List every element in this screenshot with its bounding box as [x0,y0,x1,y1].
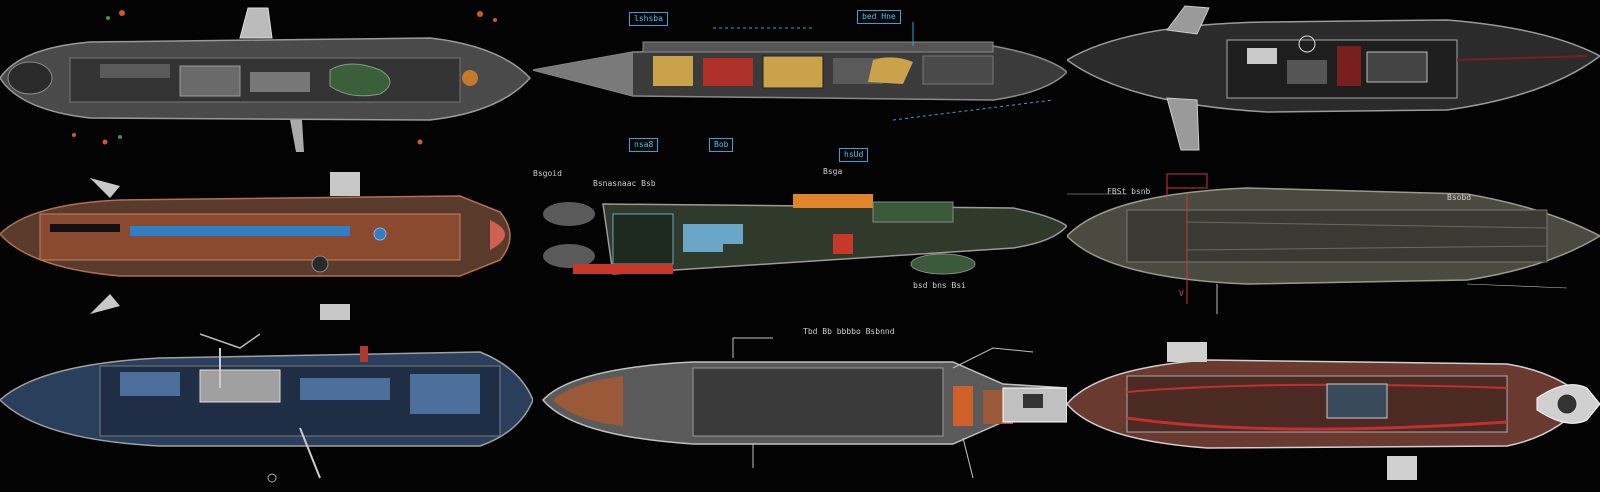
label-bsobd: Bsobd [1447,193,1472,202]
submarine-blue-mech-drawing [0,333,533,483]
label-nsa8: nsa8 [629,138,659,152]
label-lshsba: lshsba [629,12,668,26]
tile-submarine-green-labeled: Bsgoid Bsnasnaac Bsb Bsga bsd bns Bsi [533,164,1067,328]
label-bsnasnaac: Bsnasnaac Bsb [593,179,656,188]
label-v: V [1179,289,1184,298]
tile-submarine-red-wire [1067,328,1600,492]
label-bsd-bns: bsd bns Bsi [913,281,966,290]
label-tbd: Tbd Bb bbbbo Bsbnnd [803,328,895,336]
label-bed-hne: bed Hne [857,10,901,24]
tile-submarine-blue-labeled: lshsba bed Hne nsa8 Bob hsUd [533,0,1067,164]
submarine-red-wire-drawing [1067,342,1600,480]
tile-submarine-bronze-deck: Tbd Bb bbbbo Bsbnnd [533,328,1067,492]
label-bsga: Bsga [823,167,843,176]
tile-submarine-silver-fin [1067,0,1600,164]
label-fbst-bsnb: FBSt bsnb [1107,187,1151,196]
submarine-green-drawing [543,194,1067,275]
tile-submarine-rust [0,164,533,328]
submarine-silver-drawing [1067,5,1600,151]
tile-submarine-gray [0,0,533,164]
label-bob: Bob [709,138,734,152]
submarine-gray-drawing [0,7,532,152]
submarine-rust-drawing [0,172,511,320]
label-bsgoid: Bsgoid [533,169,562,178]
tile-submarine-dark-dimension: FBSt bsnb Bsobd V [1067,164,1600,328]
submarine-dark-drawing [1067,173,1600,314]
submarine-blue-drawing [533,22,1067,121]
tile-submarine-blue-mech [0,328,533,492]
submarine-bronze-drawing [541,337,1067,479]
label-hsud: hsUd [839,148,869,162]
